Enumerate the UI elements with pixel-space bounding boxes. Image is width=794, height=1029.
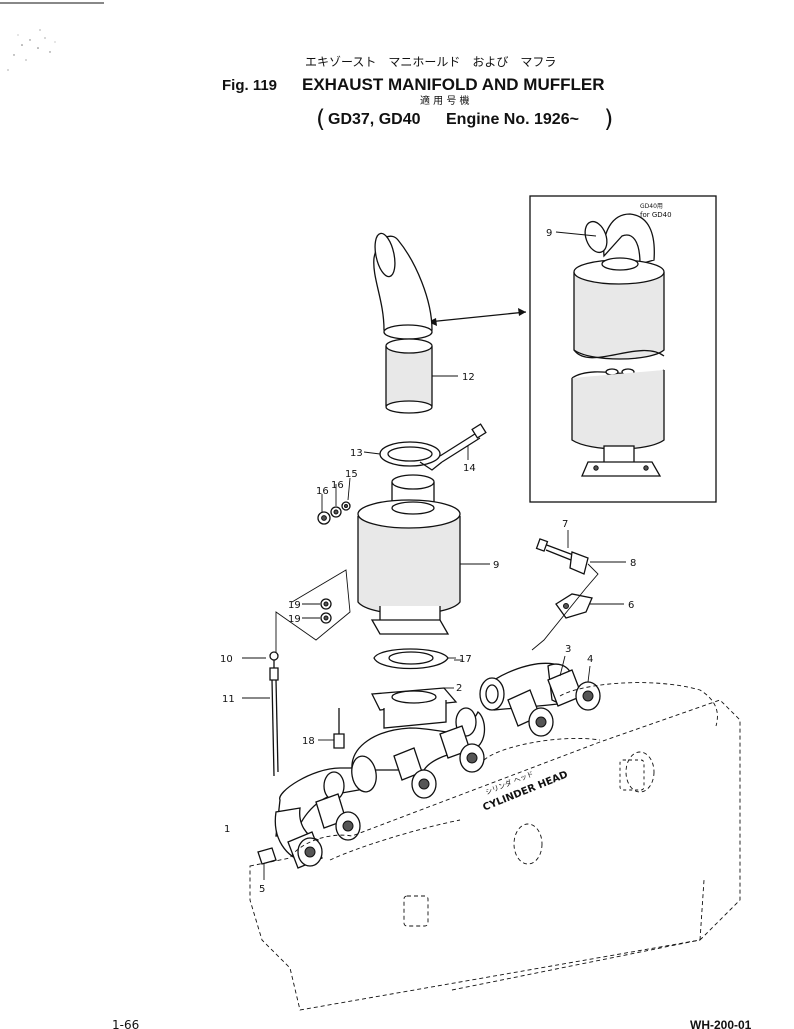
callout-19: 19 <box>288 600 301 611</box>
bracket-close: ) <box>604 105 613 133</box>
plug <box>257 847 277 865</box>
callout-2: 2 <box>456 683 462 694</box>
callout-9: 9 <box>493 560 499 571</box>
callout-1: 1 <box>224 824 230 835</box>
support-plate <box>569 551 589 575</box>
muffler-body <box>357 516 461 615</box>
page-code-right: WH-200-01 <box>690 1018 752 1029</box>
exhaust-manifold <box>274 662 583 869</box>
muffler-flange <box>370 619 450 635</box>
cylinder-head-body <box>249 699 741 1011</box>
tailpipe-opening <box>374 232 396 278</box>
clamp-bolt <box>439 431 479 457</box>
callout-13: 13 <box>350 448 363 459</box>
callout-6: 6 <box>628 600 634 611</box>
title-japanese: エキゾースト マニホールド および マフラ <box>305 55 556 69</box>
callout-9-inset: 9 <box>546 228 552 239</box>
callout-15: 15 <box>345 469 358 480</box>
inset-base-flange <box>581 461 662 477</box>
tailpipe-bottom-end <box>383 324 433 340</box>
scan-noise-dots <box>7 29 56 71</box>
callout-17: 17 <box>459 654 472 665</box>
inset-note-japanese: GD40用 <box>640 203 663 210</box>
callout-3: 3 <box>565 644 571 655</box>
manifold-bolt <box>333 733 345 749</box>
cylinder-head-label: シリンダ ヘッド CYLINDER HEAD <box>481 769 569 813</box>
callout-14: 14 <box>463 463 476 474</box>
inset-break-line-top <box>573 349 665 359</box>
callout-12: 12 <box>462 372 475 383</box>
inset-neck <box>603 445 635 465</box>
figure-title: EXHAUST MANIFOLD AND MUFFLER <box>302 75 605 94</box>
callout-10: 10 <box>220 654 233 665</box>
extension-pipe-top <box>385 338 433 354</box>
cylinder-head-outline <box>249 682 741 1011</box>
callout-5: 5 <box>259 884 265 895</box>
callout-8: 8 <box>630 558 636 569</box>
callout-16-upper: 16 <box>331 480 344 491</box>
inset-elbow-pipe <box>603 213 655 265</box>
support-clamp <box>555 593 593 619</box>
inset-pipe-opening <box>584 220 608 254</box>
inset-note-english: for GD40 <box>640 211 672 219</box>
port-gaskets <box>297 681 601 867</box>
callout-11: 11 <box>222 694 235 705</box>
figure-number: Fig. 119 <box>222 77 277 94</box>
nut-washer-set <box>317 477 351 525</box>
muffler <box>357 474 490 635</box>
engine-number-range: Engine No. 1926~ <box>446 111 579 128</box>
inset-muffler-upper <box>573 272 665 360</box>
callout-18: 18 <box>302 736 315 747</box>
page-number-left: 1-66 <box>112 1018 139 1029</box>
inset-muffler-lower <box>571 370 665 450</box>
callout-numbers: 1 2 3 4 5 6 7 8 9 10 11 12 13 14 15 16 1… <box>220 228 636 895</box>
muffler-support-brackets <box>531 530 626 651</box>
callout-19-lower: 19 <box>288 614 301 625</box>
applicable-models: GD37, GD40 <box>328 111 421 128</box>
variant-reference-arrow <box>427 311 527 323</box>
inset-frame <box>529 195 717 503</box>
support-bolt <box>543 543 577 557</box>
bracket-guide-line <box>275 569 351 660</box>
pipe-clamp <box>379 441 441 467</box>
callout-7: 7 <box>562 519 568 530</box>
oil-level-gauge <box>242 651 279 777</box>
manifold-riser-flange <box>370 687 458 711</box>
inset-gd40-variant: GD40用 for GD40 <box>529 195 717 503</box>
inset-outlet-collar <box>601 257 639 271</box>
muffler-nuts <box>302 598 332 624</box>
callout-4: 4 <box>587 654 593 665</box>
applicability-japanese: 適 用 号 機 <box>420 94 470 107</box>
extension-pipe-bottom <box>385 400 433 414</box>
bracket-open: ( <box>316 105 325 133</box>
callout-16: 16 <box>316 486 329 497</box>
